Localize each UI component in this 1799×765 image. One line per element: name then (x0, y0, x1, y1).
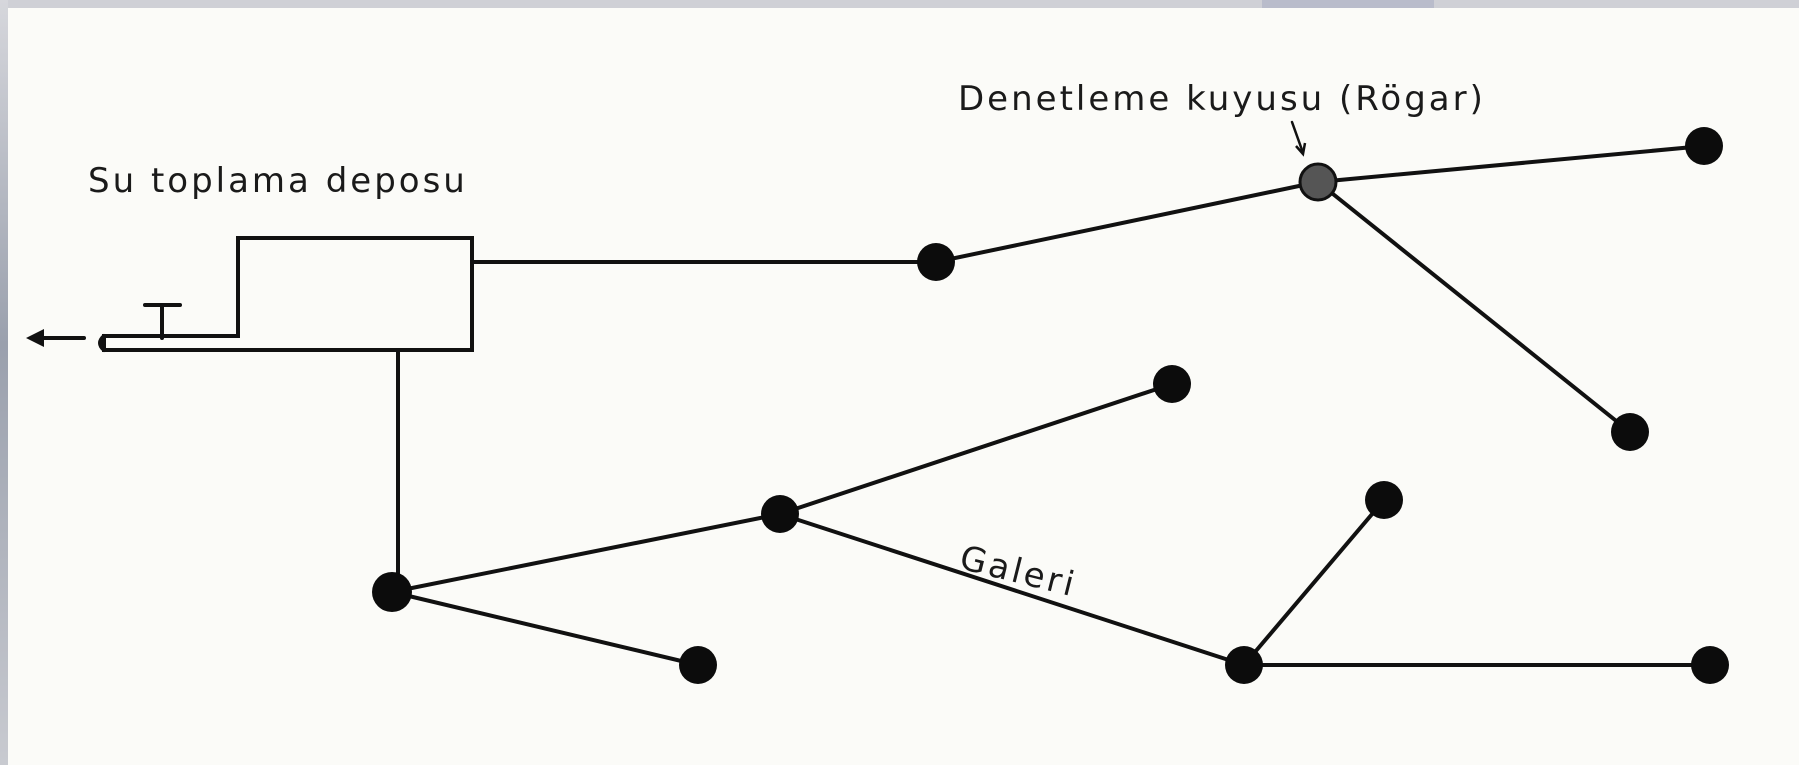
manhole-node (372, 572, 412, 612)
pipe-well-to-ne (1316, 144, 1706, 184)
pipe-left-to-bottom (390, 590, 700, 667)
manhole-node (1153, 365, 1191, 403)
manhole-node (1365, 481, 1403, 519)
collection-tank (102, 236, 474, 352)
outlet-arrow-head (26, 329, 44, 347)
label-collection-tank: Su toplama deposu (88, 161, 468, 201)
left-frame-edge (0, 0, 8, 765)
label-gallery: Galeri (956, 538, 1081, 606)
pipe-well-to-se (1316, 180, 1632, 434)
top-frame-edge (0, 0, 1799, 8)
pipe-lower-to-up (1242, 498, 1386, 667)
manhole-node (1691, 646, 1729, 684)
manhole-node (761, 495, 799, 533)
diagram-paper (8, 8, 1799, 765)
well-pointer-arrowhead (1295, 142, 1307, 157)
well-pointer-line (1290, 120, 1304, 152)
top-frame-tab (1262, 0, 1434, 8)
pipe-node1-to-well (934, 180, 1320, 264)
tank-outlet-lip (98, 334, 106, 352)
label-inspection-well: Denetleme kuyusu (Rögar) (958, 79, 1486, 119)
manhole-node (679, 646, 717, 684)
pipe-mid-to-upper (778, 382, 1174, 516)
pipe-gallery (778, 512, 1246, 667)
manhole-node (1685, 127, 1723, 165)
manhole-node (1611, 413, 1649, 451)
manhole-node (1225, 646, 1263, 684)
inspection-well-node (1298, 162, 1338, 202)
pipe-left-to-mid (390, 512, 782, 594)
manhole-node (917, 243, 955, 281)
